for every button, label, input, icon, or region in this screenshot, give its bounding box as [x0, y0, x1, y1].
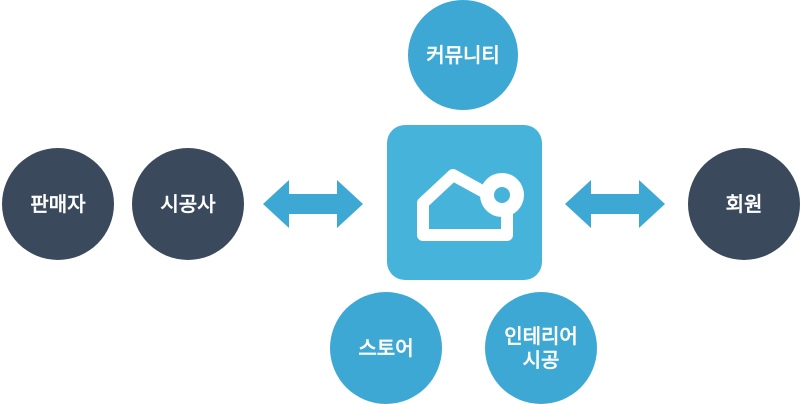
interior-node: 인테리어 시공 — [485, 292, 597, 404]
member-node: 회원 — [688, 148, 800, 260]
double-arrow-icon — [565, 180, 665, 228]
double-arrow-icon — [263, 180, 363, 228]
seller-label: 판매자 — [30, 192, 86, 216]
interior-label: 인테리어 시공 — [504, 324, 578, 372]
contractor-label: 시공사 — [160, 192, 216, 216]
contractor-node: 시공사 — [132, 148, 244, 260]
member-label: 회원 — [725, 192, 763, 216]
seller-node: 판매자 — [2, 148, 114, 260]
store-label: 스토어 — [358, 336, 414, 360]
community-label: 커뮤니티 — [426, 43, 500, 67]
app-logo-tile — [387, 125, 542, 280]
community-node: 커뮤니티 — [408, 0, 518, 110]
store-node: 스토어 — [330, 292, 442, 404]
house-icon — [417, 169, 524, 241]
